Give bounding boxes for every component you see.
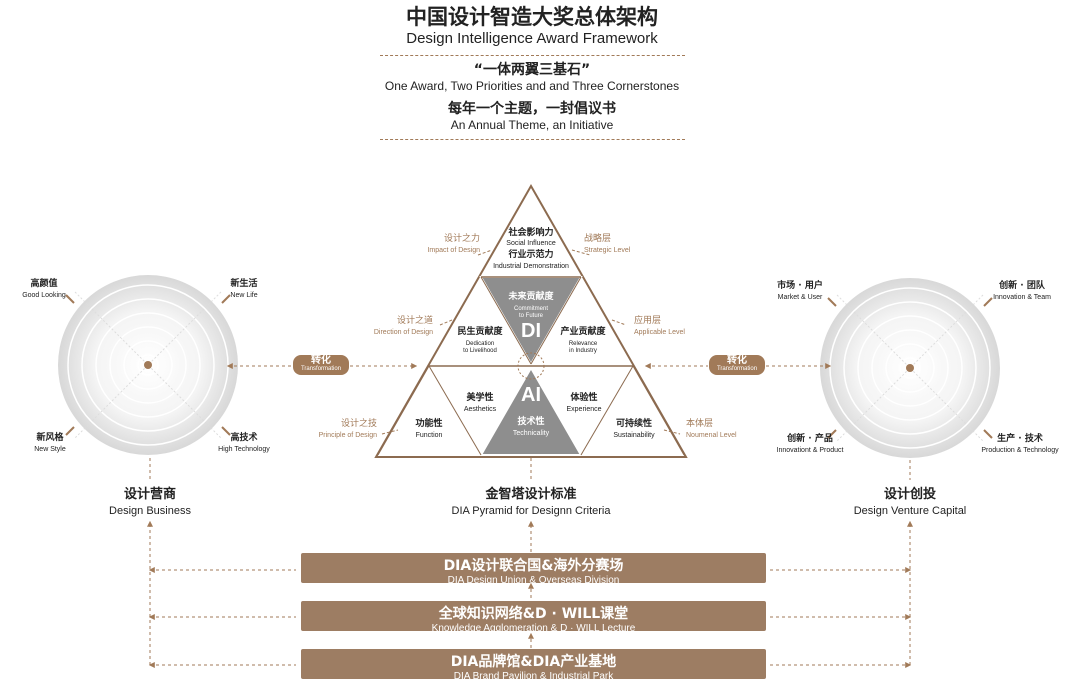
industry-en2: in Industry: [569, 348, 597, 354]
foundation-pavilion-zh: DIA品牌馆&DIA产业基地: [450, 654, 617, 670]
apex-en1: Social Influence: [506, 240, 556, 247]
right-label-applicable-en: Applicable Level: [634, 329, 685, 336]
right-label-strategic-en: Strategic Level: [584, 247, 631, 254]
left-bl-zh: 新风格: [36, 433, 64, 443]
experience-zh: 体验性: [570, 393, 598, 403]
left-tr-zh: 新生活: [230, 279, 258, 289]
left-label-direction-en: Direction of Design: [373, 329, 433, 336]
apex-zh2: 行业示范力: [508, 250, 554, 260]
foundation-bar-union: DIA设计联合国&海外分赛场 DIA Design Union & Overse…: [301, 553, 766, 586]
pyramid-caption-zh: 金智塔设计标准: [485, 487, 577, 502]
transform-pill-left-en: Transformation: [300, 366, 342, 372]
left-br-zh: 高技术: [230, 433, 258, 443]
left-tr-en: New Life: [230, 292, 258, 299]
transform-pill-left: 转化 Transformation: [293, 355, 349, 375]
left-label-direction-zh: 设计之道: [396, 316, 433, 326]
theme-zh: 每年一个主题，一封倡议书: [448, 101, 616, 117]
right-label-noumenal-zh: 本体层: [686, 419, 714, 429]
experience-en: Experience: [566, 406, 602, 413]
right-br-zh: 生产 · 技术: [997, 434, 1043, 444]
foundation-knowledge-en: Knowledge Agglomeration & D · WILL Lectu…: [431, 623, 636, 634]
livelihood-en2: to Livelihood: [463, 348, 497, 354]
technicality-en: Technicality: [512, 430, 550, 437]
livelihood-en1: Dedication: [465, 341, 495, 347]
left-wing-caption-zh: 设计营商: [123, 487, 177, 502]
industry-en1: Relevance: [568, 341, 598, 347]
aesthetics-zh: 美学性: [466, 393, 494, 403]
left-label-principle-zh: 设计之技: [340, 419, 377, 429]
header-divider-1: [380, 55, 685, 56]
left-label-principle-en: Principle of Design: [318, 432, 377, 439]
foundation-bar-pavilion: DIA品牌馆&DIA产业基地 DIA Brand Pavilion & Indu…: [301, 649, 766, 682]
connectors: [147, 458, 913, 668]
transform-pill-right-en: Transformation: [716, 366, 758, 372]
right-disc: [820, 278, 1000, 458]
right-label-applicable-zh: 应用层: [634, 316, 662, 326]
theme-en: An Annual Theme, an Initiative: [450, 118, 614, 132]
apex-zh1: 社会影响力: [508, 228, 554, 238]
left-disc: [58, 275, 238, 455]
foundation-union-en: DIA Design Union & Overseas Division: [447, 575, 620, 586]
left-tl-zh: 高颜值: [30, 279, 58, 289]
function-en: Function: [415, 432, 443, 439]
foundation-knowledge-zh: 全球知识网络&D · WILL课堂: [438, 606, 629, 622]
function-zh: 功能性: [415, 419, 443, 429]
ai-label: AI: [521, 384, 541, 406]
left-tl-en: Good Looking: [22, 292, 66, 299]
right-tr-en: Innovation & Team: [993, 294, 1051, 301]
transform-pill-left-zh: 转化: [311, 355, 331, 366]
right-tl-en: Market & User: [777, 294, 823, 301]
transform-pill-right: 转化 Transformation: [709, 355, 765, 375]
transform-pill-right-zh: 转化: [727, 355, 747, 366]
motto-en: One Award, Two Priorities and and Three …: [384, 79, 680, 93]
sustainability-zh: 可持续性: [615, 419, 653, 429]
left-br-en: High Technology: [218, 446, 270, 453]
left-bl-en: New Style: [34, 446, 66, 453]
header-divider-2: [380, 139, 685, 140]
apex-en2: Industrial Demonstration: [493, 263, 569, 270]
left-label-impact-zh: 设计之力: [443, 234, 480, 244]
right-label-noumenal-en: Noumenal Level: [686, 432, 737, 439]
right-bl-en: Innovationt & Product: [776, 447, 844, 454]
right-br-en: Production & Technology: [981, 447, 1059, 454]
page-title-en: Design Intelligence Award Framework: [406, 30, 658, 47]
technicality-zh: 技术性: [517, 417, 545, 427]
right-bl-zh: 创新 · 产品: [787, 434, 833, 444]
pyramid-guides: [381, 249, 681, 435]
di-label: DI: [521, 320, 541, 342]
livelihood-zh: 民生贡献度: [457, 327, 503, 337]
future-zh: 未来贡献度: [508, 292, 554, 302]
foundation-pavilion-en: DIA Brand Pavilion & Industrial Park: [453, 671, 614, 682]
sustainability-en: Sustainability: [613, 432, 655, 439]
right-wing-caption-en: Design Venture Capital: [853, 505, 967, 517]
aesthetics-en: Aesthetics: [463, 406, 497, 413]
right-label-strategic-zh: 战略层: [584, 234, 612, 244]
motto-zh: “一体两翼三基石”: [473, 62, 591, 78]
left-label-impact-en: Impact of Design: [427, 247, 480, 254]
future-en2: to Future: [518, 313, 544, 319]
pyramid-caption-en: DIA Pyramid for Designn Criteria: [451, 505, 611, 517]
foundation-bar-knowledge: 全球知识网络&D · WILL课堂 Knowledge Agglomeratio…: [301, 601, 766, 634]
industry-zh: 产业贡献度: [560, 327, 606, 337]
page-title-zh: 中国设计智造大奖总体架构: [406, 5, 658, 29]
right-tl-zh: 市场 · 用户: [777, 281, 823, 291]
right-tr-zh: 创新 · 团队: [999, 281, 1045, 291]
pyramid: [374, 183, 688, 458]
future-en1: Commitment: [513, 306, 549, 312]
left-wing-caption-en: Design Business: [109, 505, 191, 517]
right-wing-caption-zh: 设计创投: [883, 487, 937, 502]
foundation-union-zh: DIA设计联合国&海外分赛场: [443, 558, 624, 574]
